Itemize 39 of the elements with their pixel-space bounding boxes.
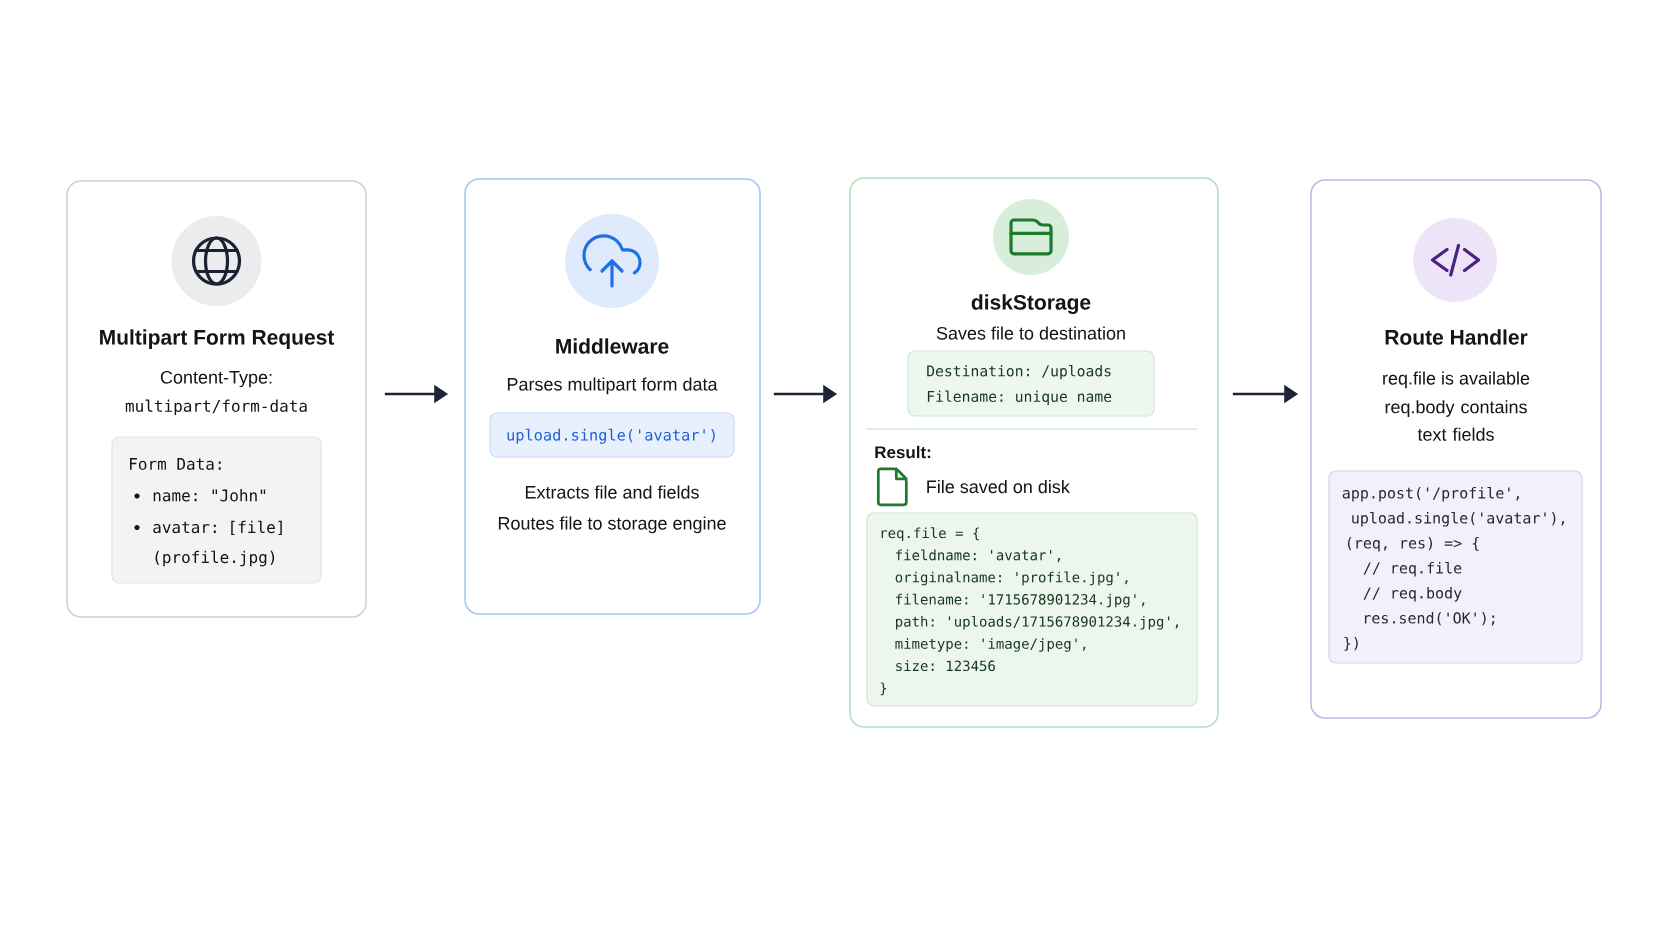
list-heading: Form Data: — [130, 458, 221, 470]
code-line: res.send('OK'); — [1364, 612, 1495, 626]
code-block — [866, 512, 1198, 707]
card-title: diskStorage — [971, 294, 1091, 314]
status-text: File saved on disk — [927, 479, 1070, 494]
code-line: // req.body — [1363, 587, 1462, 602]
list-item: name: "John" — [153, 489, 266, 502]
code-line: app.post('/profile', — [1342, 486, 1519, 502]
code-line: (req, res) => { — [1347, 537, 1479, 552]
description-text: req.file is available — [1383, 371, 1530, 389]
card-title: Multipart Form Request — [100, 329, 335, 349]
card-title: Middleware — [556, 338, 669, 354]
code-block: upload.single('avatar') — [489, 412, 735, 458]
code-line: req.file = { — [881, 527, 979, 541]
code-line: mimetype: 'image/jpeg', — [895, 638, 1086, 652]
card-title: Route Handler — [1385, 329, 1528, 345]
code-line: size: 123456 — [896, 660, 995, 672]
list-item: avatar: [file] (profile.jpg) — [153, 520, 282, 567]
code-line: Filename: unique name — [927, 390, 1112, 405]
code-line: path: 'uploads/1715678901234.jpg', — [896, 615, 1178, 630]
code-block — [907, 350, 1155, 417]
code-line: } — [880, 682, 887, 696]
code-line: }) — [1344, 637, 1358, 651]
description-text: req.body contains text fields — [1385, 400, 1527, 441]
code-block — [1328, 470, 1583, 664]
code-line: upload.single('avatar'), — [1352, 511, 1564, 527]
description-text: Saves file to destination — [936, 326, 1125, 340]
code-line: filename: '1715678901234.jpg', — [896, 593, 1145, 608]
code-text: multipart/form-data — [125, 399, 307, 416]
list-panel — [111, 436, 322, 584]
description-text: Parses multipart form data — [507, 377, 718, 395]
section-heading: Result: — [875, 445, 931, 459]
code-line: // req.file — [1363, 561, 1462, 577]
description-text: Content-Type: — [160, 370, 272, 388]
code-line: originalname: 'profile.jpg', — [895, 571, 1128, 586]
code-line: Destination: /uploads — [927, 365, 1111, 380]
description-text: Routes file to storage engine — [498, 516, 726, 534]
code-line: fieldname: 'avatar', — [896, 549, 1060, 563]
description-text: Extracts file and fields — [525, 485, 699, 499]
